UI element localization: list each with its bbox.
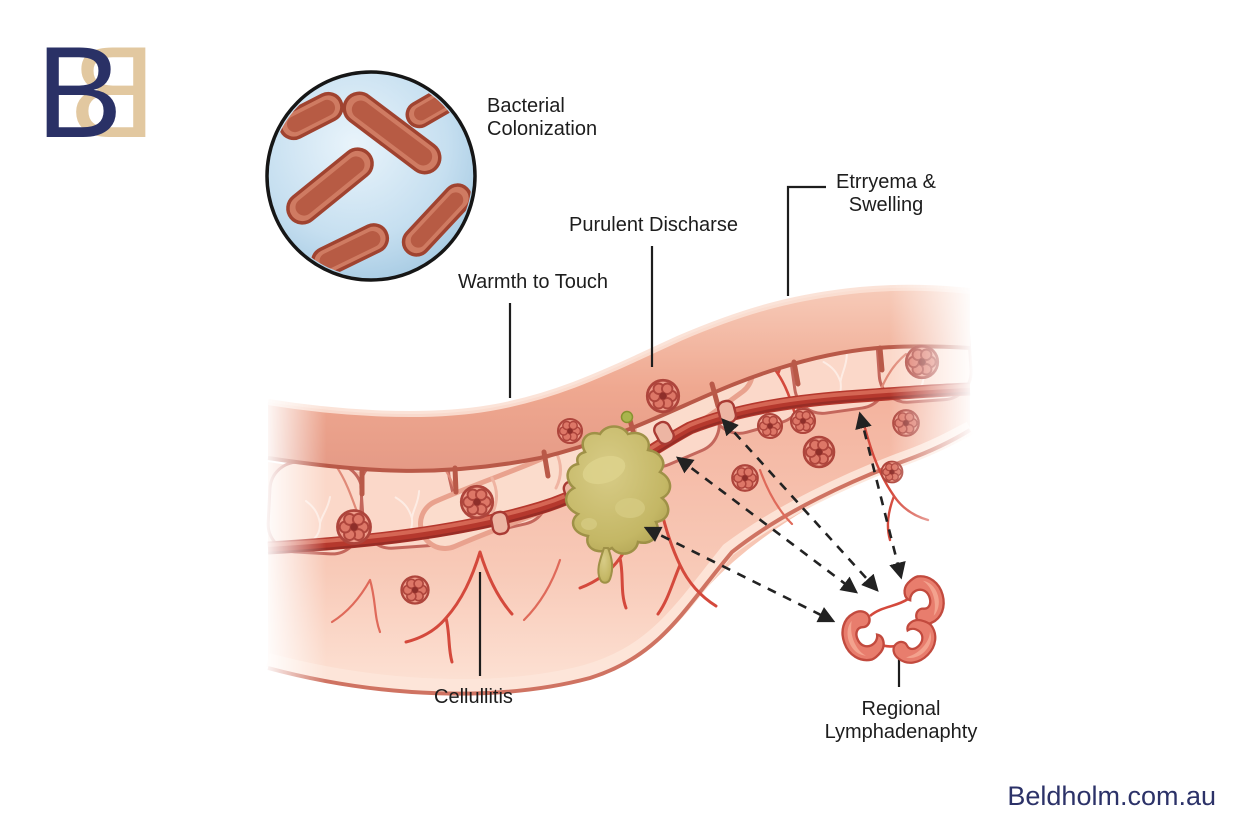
leader-line-erythema bbox=[786, 185, 826, 296]
beldholm-logo: B B bbox=[36, 36, 156, 152]
lymph-node bbox=[885, 612, 946, 673]
label-warmth-to-touch: Warmth to Touch bbox=[458, 271, 609, 293]
spread-arrow bbox=[721, 418, 879, 592]
lymph-node bbox=[834, 605, 890, 668]
bacteria-inset bbox=[265, 70, 477, 282]
spread-arrow bbox=[675, 456, 859, 594]
watermark-url: Beldholm.com.au bbox=[1007, 781, 1216, 811]
bacterium-rod bbox=[278, 91, 344, 141]
label-regional-lymphadenopathy: Regional Lymphadenaphty bbox=[824, 698, 978, 743]
bacterium-rod bbox=[286, 147, 374, 225]
svg-text:B: B bbox=[69, 36, 156, 152]
lymph-nodes-cluster bbox=[834, 570, 951, 673]
bacterium-rod bbox=[342, 91, 442, 175]
bacterium-rod bbox=[401, 183, 472, 257]
lobule-clefts bbox=[359, 345, 885, 497]
purulent-discharge-blob bbox=[565, 410, 672, 584]
label-cellulitis: Cellullitis bbox=[434, 686, 513, 708]
epidermis-layer bbox=[267, 284, 971, 497]
leader-lines bbox=[478, 185, 901, 687]
bacteria-dot bbox=[620, 410, 634, 424]
logo-letter-mirrored: B bbox=[69, 36, 156, 152]
spread-arrow bbox=[855, 411, 906, 580]
label-erythema-swelling: Etrryema & Swelling bbox=[835, 171, 937, 216]
lymph-node bbox=[900, 570, 951, 629]
label-purulent-discharge: Purulent Discharse bbox=[569, 214, 738, 236]
label-bacterial-colonization: Bacterial Colonization bbox=[487, 95, 598, 140]
bacteria-rods bbox=[278, 83, 472, 277]
logo-letter-navy: B bbox=[36, 36, 123, 152]
skin-cross-section bbox=[266, 284, 974, 696]
spread-arrows bbox=[643, 411, 906, 623]
